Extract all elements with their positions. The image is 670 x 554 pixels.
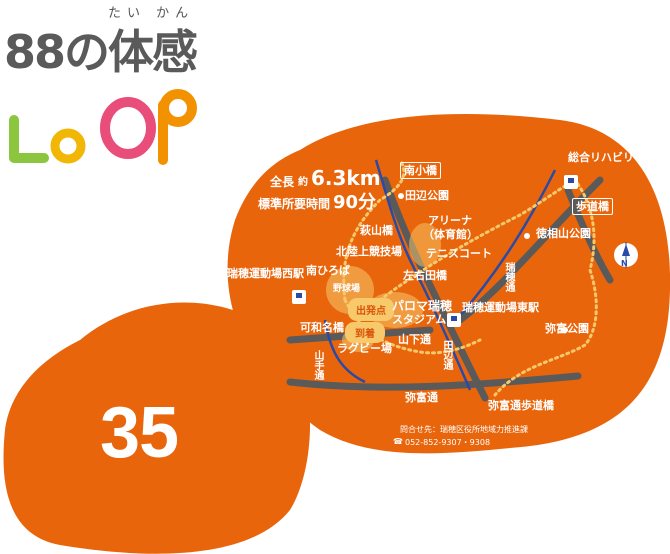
label-yayoi-hodo-bashi: 弥富通歩道橋 bbox=[488, 399, 554, 412]
route-number-area bbox=[3, 302, 310, 554]
label-sogo-rehab-station: 総合リハビリセンター駅 bbox=[568, 151, 670, 164]
park-marker bbox=[524, 233, 530, 239]
label-sakoda-bashi: 左右田橋 bbox=[403, 269, 447, 282]
total-length-prefix: 約 bbox=[298, 177, 308, 188]
label-tanabe-koen: 田辺公園 bbox=[405, 189, 449, 202]
label-yayoi-koen: 弥富公園 bbox=[545, 322, 589, 335]
label-kawana-bashi: 可和名橋 bbox=[300, 321, 344, 334]
map-area bbox=[227, 114, 670, 454]
label-yamashita-dori: 山下通 bbox=[398, 333, 431, 346]
label-paloma-mizuho: パロマ瑞穂 bbox=[392, 299, 453, 313]
label-hagiyama-bashi: 萩山橋 bbox=[360, 224, 393, 237]
label-minami-hiroba: 南ひろば bbox=[306, 264, 350, 277]
goal-point: 到着 bbox=[345, 322, 385, 343]
loop-logo bbox=[9, 89, 197, 165]
label-tokiyama-koen: 徳相山公園 bbox=[536, 227, 591, 240]
label-minami-komaki-bashi: 南小橋 bbox=[400, 162, 441, 179]
title-ruby: たい かん bbox=[108, 6, 195, 21]
label-yamate-dori: 山手通 bbox=[312, 350, 323, 380]
label-arena-sub: （体育館） bbox=[423, 228, 478, 241]
label-mizuho-nishi-station: 瑞穂運動場西駅 bbox=[227, 267, 304, 280]
label-arena: アリーナ bbox=[428, 214, 472, 227]
time-label: 標準所要時間 bbox=[258, 197, 331, 211]
train-icon bbox=[447, 313, 461, 327]
label-stadium: スタジアム bbox=[392, 313, 447, 326]
label-hodo-bashi: 歩道橋 bbox=[572, 198, 613, 215]
label-baseball: 野球場 bbox=[333, 284, 361, 294]
total-length-label: 全長 bbox=[270, 175, 295, 189]
rail-lines bbox=[323, 159, 557, 391]
label-tennis-court: テニスコート bbox=[426, 247, 492, 260]
compass-label: N bbox=[621, 259, 628, 268]
total-length-value: 6.3km bbox=[311, 166, 381, 190]
phone-icon: ☎ bbox=[393, 437, 403, 446]
label-rugby: ラグビー場 bbox=[337, 342, 392, 355]
start-point: 出発点 bbox=[348, 298, 394, 321]
label-kita-rikujo: 北陸上競技場 bbox=[336, 245, 402, 258]
contact-phone: 052-852-9307・9308 bbox=[405, 438, 491, 447]
contact-label: 問合せ先：瑞穂区役所地域力推進課 bbox=[400, 425, 528, 434]
label-mizuho-higashi-station: 瑞穂運動場東駅 bbox=[462, 301, 539, 314]
park-marker bbox=[398, 193, 404, 199]
label-tanabe-dori: 田辺通 bbox=[441, 340, 452, 370]
train-icon bbox=[292, 290, 306, 304]
arena-area bbox=[409, 223, 441, 267]
train-icon bbox=[564, 175, 578, 189]
time-value: 90分 bbox=[333, 192, 377, 213]
page-title: 88の体感 bbox=[4, 25, 198, 79]
roads bbox=[286, 176, 614, 402]
park-marker bbox=[562, 327, 568, 333]
route-number: 35 bbox=[100, 393, 179, 473]
label-mizuho-dori: 瑞穂通 bbox=[503, 262, 514, 292]
label-yayoi-dori: 弥富通 bbox=[405, 391, 438, 404]
